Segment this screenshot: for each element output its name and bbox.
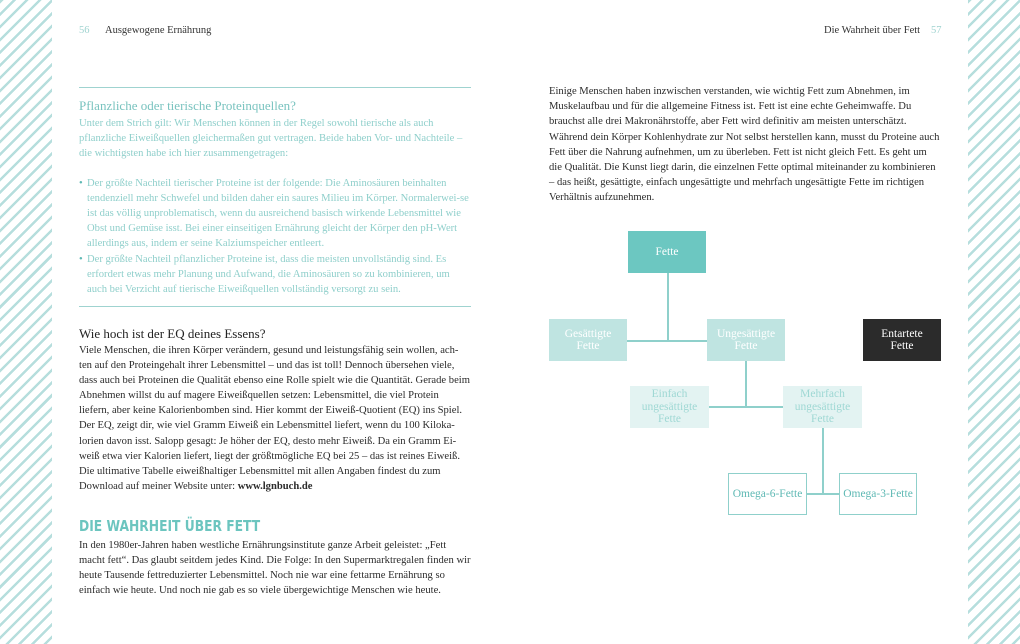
- right-column-text: Einige Menschen haben inzwischen verstan…: [549, 84, 941, 206]
- node-poly-label: Mehrfach ungesättigte Fette: [794, 388, 851, 426]
- connector-saturated-unsaturated: [627, 340, 707, 342]
- connector-unsaturated-down: [745, 361, 747, 406]
- node-mono: Einfach ungesättigte Fette: [630, 386, 709, 428]
- website-link[interactable]: www.lgnbuch.de: [237, 480, 313, 492]
- eq-body-text: Viele Menschen, die ihren Körper verände…: [79, 345, 470, 492]
- info-box-top-rule: [79, 87, 471, 88]
- fat-types-diagram: Fette Gesättigte Fette Ungesättigte Fett…: [540, 220, 950, 530]
- right-page-number: 57: [931, 25, 942, 36]
- eq-section: Wie hoch ist der EQ deines Essens? Viele…: [79, 326, 471, 494]
- node-omega3: Omega-3-Fette: [839, 473, 917, 515]
- connector-poly-down: [822, 428, 824, 493]
- node-omega6: Omega-6-Fette: [728, 473, 807, 515]
- eq-heading: Wie hoch ist der EQ deines Essens?: [79, 326, 266, 341]
- node-unsaturated: Ungesättigte Fette: [707, 319, 785, 361]
- node-unsaturated-label: Ungesättigte Fette: [716, 327, 776, 353]
- fat-truth-body: In den 1980er-Jahren haben westliche Ern…: [79, 540, 471, 597]
- node-mono-label: Einfach ungesättigte Fette: [641, 388, 698, 426]
- connector-mono-poly: [709, 406, 822, 408]
- info-box-bullet-list: • Der größte Nachteil tierischer Proteine…: [79, 176, 471, 298]
- bullet-text: Der größte Nachteil tierischer Proteine …: [87, 177, 469, 250]
- list-item: • Der größte Nachteil tierischer Proteine…: [79, 176, 471, 252]
- bullet-text: Der größte Nachteil pflanzlicher Protein…: [87, 253, 450, 296]
- protein-sources-info-box: Pflanzliche oder tierische Proteinquelle…: [79, 98, 471, 297]
- bullet-dot: •: [79, 253, 83, 265]
- bullet-dot: •: [79, 177, 83, 189]
- fat-truth-heading: DIE WAHRHEIT ÜBER FETT: [79, 517, 261, 535]
- node-saturated-label: Gesättigte Fette: [564, 327, 612, 353]
- left-page-stripe-decoration: [0, 0, 52, 644]
- right-page-stripe-decoration: [968, 0, 1020, 644]
- right-running-title: Die Wahrheit über Fett: [824, 25, 921, 36]
- right-column-paragraph: Einige Menschen haben inzwischen verstan…: [549, 86, 940, 204]
- connector-omega-pair: [807, 493, 839, 495]
- node-saturated: Gesättigte Fette: [549, 319, 627, 361]
- node-fette: Fette: [628, 231, 706, 273]
- node-degenerated-label: Entartete Fette: [881, 327, 923, 353]
- eq-body: Viele Menschen, die ihren Körper verände…: [79, 343, 471, 494]
- list-item: • Der größte Nachteil pflanzlicher Protei…: [79, 252, 471, 298]
- node-poly: Mehrfach ungesättigte Fette: [783, 386, 862, 428]
- info-box-bottom-rule: [79, 306, 471, 307]
- left-page-number: 56: [79, 25, 90, 36]
- info-box-intro: Unter dem Strich gilt: Wir Menschen könn…: [79, 118, 463, 160]
- left-running-title: Ausgewogene Ernährung: [105, 25, 212, 36]
- info-box-heading: Pflanzliche oder tierische Proteinquelle…: [79, 98, 296, 113]
- node-degenerated: Entartete Fette: [863, 319, 941, 361]
- fat-truth-section: DIE WAHRHEIT ÜBER FETT In den 1980er-Jah…: [79, 517, 471, 598]
- connector-root-down: [667, 273, 669, 340]
